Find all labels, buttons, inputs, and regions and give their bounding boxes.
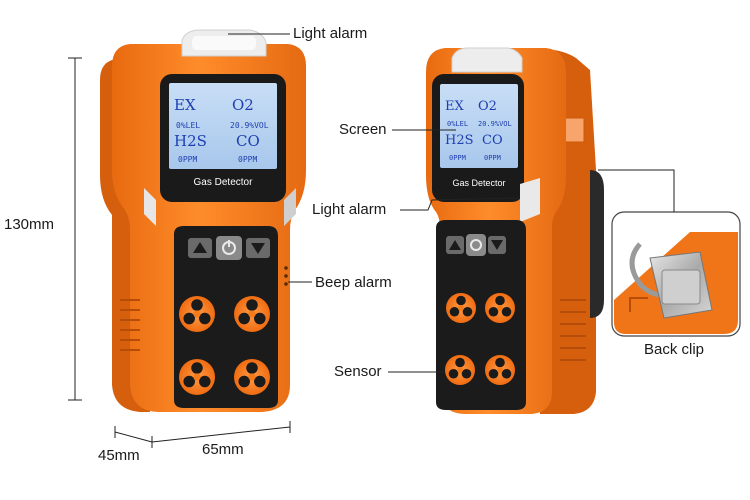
callout-beep-alarm: Beep alarm <box>315 274 392 291</box>
back-device <box>426 47 604 415</box>
dimension-width-line <box>151 421 291 443</box>
callout-light-alarm-top: Light alarm <box>293 25 368 42</box>
callout-screen: Screen <box>339 121 387 138</box>
callout-back-clip: Back clip <box>644 341 705 358</box>
dimension-width-label: 65mm <box>202 441 244 458</box>
leader-back-clip <box>598 169 675 212</box>
dimension-depth-label: 45mm <box>98 447 140 464</box>
dimension-height-label: 130mm <box>4 216 55 233</box>
leader-light-alarm-side <box>400 197 521 211</box>
callout-light-alarm-side: Light alarm <box>312 201 387 218</box>
back-clip-inset <box>611 211 741 337</box>
front-device <box>100 29 306 412</box>
callout-sensor: Sensor <box>334 363 382 380</box>
dimension-depth-line <box>114 426 153 448</box>
dimension-height-line <box>68 57 82 401</box>
